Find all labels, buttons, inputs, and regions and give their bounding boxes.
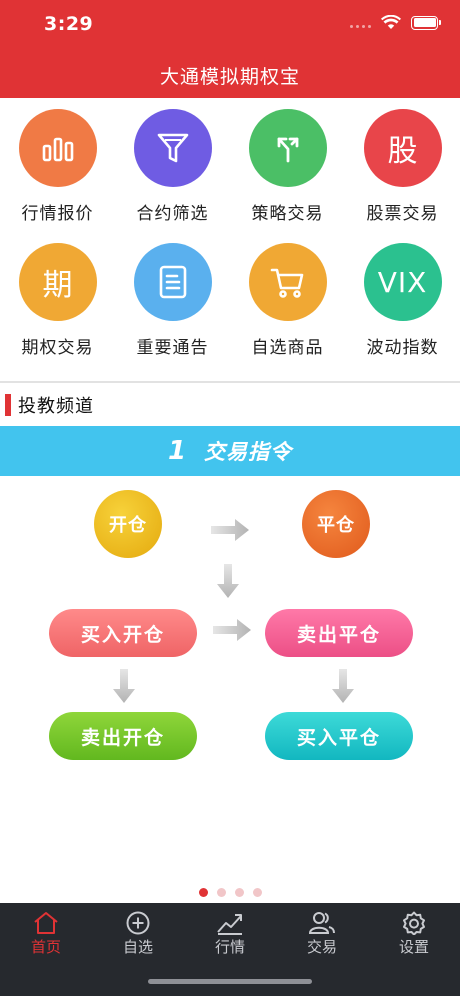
grid-label: 波动指数 (366, 338, 439, 358)
tab-label: 首页 (30, 938, 61, 956)
gear-icon (403, 911, 425, 935)
icon-glyph: 股 (387, 134, 418, 169)
wifi-icon (381, 15, 401, 29)
status-time: 3:29 (44, 13, 94, 35)
status-icons (350, 15, 441, 30)
battery-icon (411, 15, 441, 30)
home-icon (34, 912, 58, 934)
section-title: 投教频道 (18, 396, 94, 417)
grid-label: 期权交易 (21, 338, 94, 358)
stock-glyph-icon: 股 (363, 109, 442, 187)
tab-label: 交易 (306, 938, 337, 956)
grid-item-option-trade[interactable]: 期 期权交易 (0, 243, 115, 358)
function-grid: 行情报价 合约筛选 策略交易 股 股票交易 期 期权交易 重要通告 (0, 98, 460, 381)
page-title: 大通模拟期权宝 (159, 66, 300, 88)
signal-icon (350, 18, 371, 28)
grid-label: 行情报价 (21, 204, 94, 224)
grid-label: 策略交易 (251, 204, 324, 224)
close-position-node: 平仓 (302, 490, 370, 558)
grid-label: 股票交易 (366, 204, 439, 224)
grid-item-watchlist-goods[interactable]: 自选商品 (230, 243, 345, 358)
tab-label: 设置 (398, 938, 429, 956)
grid-item-notices[interactable]: 重要通告 (115, 243, 230, 358)
cart-icon (248, 243, 327, 321)
open-position-node: 开仓 (94, 490, 162, 558)
bar-chart-icon (18, 109, 97, 187)
tab-label: 行情 (214, 938, 245, 956)
grid-item-stock-trade[interactable]: 股 股票交易 (345, 109, 460, 224)
vix-icon: VIX (363, 243, 442, 321)
notice-icon (133, 243, 212, 321)
tab-market[interactable]: 行情 (184, 911, 276, 957)
banner-title: 交易指令 (204, 440, 293, 464)
arrow-down-icon (332, 669, 354, 703)
carousel-dot[interactable] (252, 888, 262, 897)
buy-close-node: 买入平仓 (265, 712, 413, 760)
filter-icon (133, 109, 212, 187)
fork-arrow-icon (248, 109, 327, 187)
section-accent-bar (5, 394, 11, 416)
grid-item-quotes[interactable]: 行情报价 (0, 109, 115, 224)
section-header: 投教频道 (0, 390, 94, 420)
tab-watchlist[interactable]: 自选 (92, 911, 184, 957)
trade-instruction-diagram[interactable]: 开仓 平仓 买入开仓 卖出平仓 卖出开仓 买入平仓 (0, 476, 460, 886)
option-glyph-icon: 期 (18, 243, 97, 321)
buy-open-node: 买入开仓 (49, 609, 197, 657)
section-divider (0, 381, 460, 383)
tab-label: 自选 (122, 938, 153, 956)
trend-icon (217, 914, 242, 935)
grid-item-vix[interactable]: VIX 波动指数 (345, 243, 460, 358)
app-header: 3:29 大通模拟期权宝 (0, 0, 460, 98)
grid-label: 重要通告 (136, 338, 209, 358)
tab-settings[interactable]: 设置 (368, 911, 460, 957)
users-icon (308, 912, 335, 934)
plus-circle-icon (126, 911, 150, 935)
sell-close-node: 卖出平仓 (265, 609, 413, 657)
banner-number: 1 (167, 436, 187, 466)
icon-glyph: VIX (377, 265, 428, 299)
home-indicator[interactable] (148, 979, 312, 984)
carousel-dot-active[interactable] (198, 888, 208, 897)
grid-item-contract-filter[interactable]: 合约筛选 (115, 109, 230, 224)
icon-glyph: 期 (42, 268, 73, 303)
arrow-down-icon (113, 669, 135, 703)
grid-item-strategy-trade[interactable]: 策略交易 (230, 109, 345, 224)
sell-open-node: 卖出开仓 (49, 712, 197, 760)
tutorial-banner[interactable]: 1 交易指令 (0, 426, 460, 476)
tab-trade[interactable]: 交易 (276, 911, 368, 957)
carousel-dot[interactable] (234, 888, 244, 897)
grid-label: 合约筛选 (136, 204, 209, 224)
arrow-down-icon (217, 564, 239, 598)
tab-home[interactable]: 首页 (0, 911, 92, 957)
carousel-dot[interactable] (216, 888, 226, 897)
carousel-indicator (0, 888, 460, 897)
arrow-right-icon (211, 519, 249, 541)
arrow-right-icon (213, 619, 251, 641)
grid-label: 自选商品 (251, 338, 324, 358)
